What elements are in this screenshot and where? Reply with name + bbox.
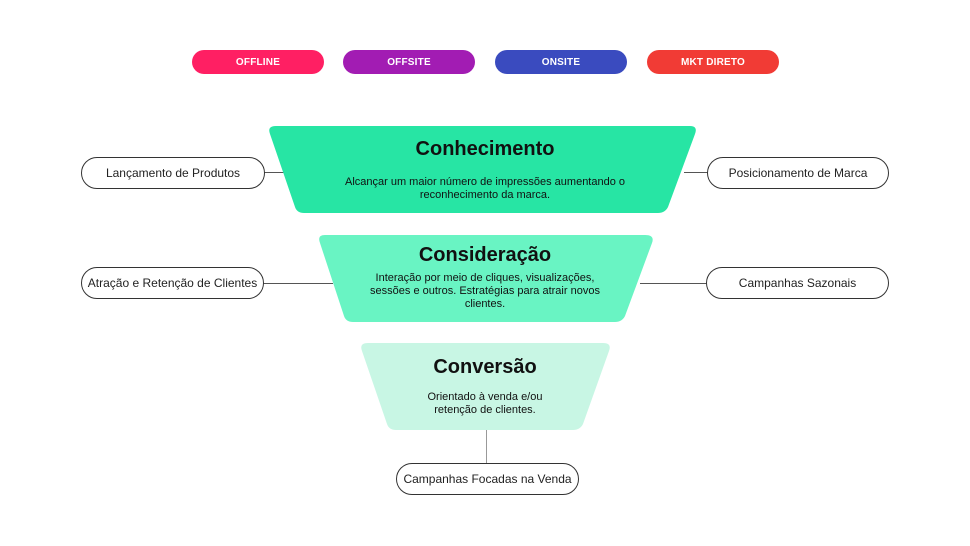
connector-line-bottom-3 <box>486 430 487 463</box>
node-campanhas-focadas-na-venda[interactable]: Campanhas Focadas na Venda <box>396 463 579 495</box>
stage-description-consideracao: Interação por meio de cliques, visualiza… <box>370 272 600 310</box>
funnel-stage-consideracao <box>319 235 653 322</box>
connector-line-right-2 <box>640 283 707 284</box>
node-lancamento-de-produtos[interactable]: Lançamento de Produtos <box>81 157 265 189</box>
connector-line-right-1 <box>684 172 708 173</box>
channel-mkt-direto-button[interactable]: MKT DIRETO <box>647 50 779 74</box>
funnel-stage-conversao <box>361 343 610 430</box>
channel-offsite-button[interactable]: OFFSITE <box>343 50 475 74</box>
stage-description-conversao: Orientado à venda e/ou retenção de clien… <box>427 391 543 416</box>
funnel-stage-conhecimento <box>269 126 696 213</box>
connector-line-left-2 <box>263 283 333 284</box>
node-atracao-e-retencao-de-clientes[interactable]: Atração e Retenção de Clientes <box>81 267 264 299</box>
channel-offline-button[interactable]: OFFLINE <box>192 50 324 74</box>
stage-title-conhecimento: Conhecimento <box>415 138 555 160</box>
stage-description-conhecimento: Alcançar um maior número de impressões a… <box>344 176 626 201</box>
channel-onsite-button[interactable]: ONSITE <box>495 50 627 74</box>
stage-title-consideracao: Consideração <box>418 244 552 266</box>
node-campanhas-sazonais[interactable]: Campanhas Sazonais <box>706 267 889 299</box>
node-posicionamento-de-marca[interactable]: Posicionamento de Marca <box>707 157 889 189</box>
connector-line-left-1 <box>264 172 284 173</box>
stage-title-conversao: Conversão <box>433 356 537 378</box>
